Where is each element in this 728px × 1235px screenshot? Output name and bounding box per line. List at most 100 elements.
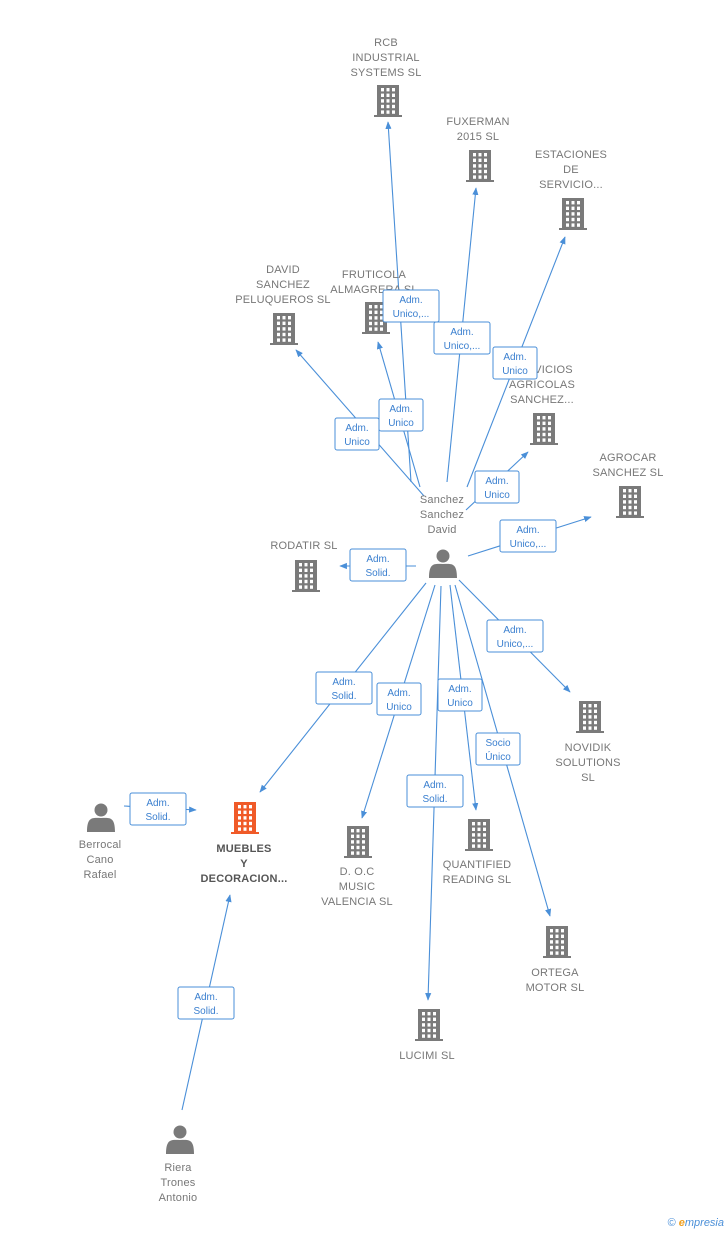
edge-label-text: Adm. bbox=[516, 525, 539, 536]
node-label-line: ESTACIONES bbox=[535, 149, 607, 161]
edge-label-doc[interactable]: Adm. Unico bbox=[376, 682, 422, 716]
edge-label-text: Solid. bbox=[422, 794, 447, 805]
node-label-line: RCB bbox=[374, 37, 398, 49]
edge-label-text: Adm. bbox=[146, 798, 169, 809]
edge-label-text: Adm. bbox=[450, 327, 473, 338]
edge-label-text: Unico bbox=[386, 702, 412, 713]
edge-label-text: Unico,... bbox=[510, 539, 547, 550]
edge-label-text: Unico,... bbox=[393, 309, 430, 320]
edge-label-text: Adm. bbox=[194, 992, 217, 1003]
footer-brand[interactable]: © empresia bbox=[668, 1217, 724, 1229]
edge-label-fuxerman[interactable]: Adm. Unico,... bbox=[433, 321, 491, 355]
node-label-line: MOTOR SL bbox=[526, 982, 585, 994]
node-label-line: Cano bbox=[86, 854, 113, 866]
edge-label-text: Unico,... bbox=[444, 341, 481, 352]
node-rodatir[interactable]: RODATIR SL bbox=[270, 540, 337, 592]
edge-label-rodatir[interactable]: Adm.Solid. bbox=[349, 548, 407, 582]
edge-label-lucimi[interactable]: Adm. Solid. bbox=[406, 774, 464, 808]
building-icon bbox=[374, 85, 402, 117]
edge-label-text: Unico bbox=[502, 366, 528, 377]
node-estaciones[interactable]: ESTACIONES DE SERVICIO... bbox=[535, 149, 607, 230]
node-label-line: D. O.C bbox=[340, 866, 375, 878]
edge-label-text: Unico bbox=[447, 698, 473, 709]
edge-label-text: Solid. bbox=[145, 812, 170, 823]
node-label-line: ORTEGA bbox=[531, 967, 579, 979]
node-label-line: Sanchez bbox=[420, 509, 464, 521]
node-label-line: David bbox=[427, 524, 456, 536]
person-icon bbox=[429, 549, 457, 578]
edge-label-text: Adm. bbox=[387, 688, 410, 699]
edge-label-text: Unico,... bbox=[497, 639, 534, 650]
edge-label-quantified[interactable]: Adm. Unico bbox=[437, 678, 483, 712]
node-label-line: SANCHEZ SL bbox=[592, 467, 663, 479]
node-muebles[interactable]: MUEBLESYDECORACION... bbox=[201, 802, 288, 885]
edge-label-agrocar[interactable]: Adm. Unico,... bbox=[499, 519, 557, 553]
node-label-line: Sanchez bbox=[420, 494, 464, 506]
building-icon bbox=[576, 701, 604, 733]
edge-label-text: Socio bbox=[485, 738, 510, 749]
edge-label-servicios[interactable]: Adm. Unico bbox=[474, 470, 520, 504]
node-label-line: MUSIC bbox=[339, 881, 375, 893]
building-icon bbox=[559, 198, 587, 230]
node-label-line: Rafael bbox=[84, 869, 117, 881]
node-ortega[interactable]: ORTEGA MOTOR SL bbox=[526, 926, 585, 994]
building-icon bbox=[344, 826, 372, 858]
node-label-line: SANCHEZ bbox=[256, 279, 310, 291]
edge-label-muebles[interactable]: Adm.Solid. bbox=[315, 671, 373, 705]
edge-label-text: Adm. bbox=[389, 404, 412, 415]
building-icon bbox=[362, 302, 390, 334]
node-rcb[interactable]: RCB INDUSTRIAL SYSTEMS SL bbox=[350, 37, 421, 117]
edge-label-estaciones[interactable]: Adm. Unico bbox=[492, 346, 538, 380]
node-label-line: DE bbox=[563, 164, 579, 176]
edge-label-text: Unico bbox=[484, 490, 510, 501]
node-label-line: FUXERMAN bbox=[446, 116, 509, 128]
edge-label-text: Adm. bbox=[448, 684, 471, 695]
node-label-line: INDUSTRIAL bbox=[352, 52, 419, 64]
edge-label-text: Adm. bbox=[503, 625, 526, 636]
node-label-line: Riera bbox=[164, 1162, 192, 1174]
node-label-line: SL bbox=[581, 772, 595, 784]
edge-label-text: Unico bbox=[344, 437, 370, 448]
node-lucimi[interactable]: LUCIMI SL bbox=[399, 1009, 455, 1062]
edge-label-text: Solid. bbox=[193, 1006, 218, 1017]
brand-initial: e bbox=[678, 1217, 685, 1229]
edge-label-text: Adm. bbox=[485, 476, 508, 487]
node-label-line: NOVIDIK bbox=[565, 742, 612, 754]
edge-label-muebles[interactable]: Adm. Solid. bbox=[177, 986, 235, 1020]
edge-label-text: Adm. bbox=[503, 352, 526, 363]
edge-label-muebles[interactable]: Adm. Solid. bbox=[129, 792, 187, 826]
edge-label-novidik[interactable]: Adm. Unico,... bbox=[486, 619, 544, 653]
node-label-line: MUEBLES bbox=[216, 843, 271, 855]
node-label-line: SYSTEMS SL bbox=[350, 67, 421, 79]
node-label-line: SERVICIO... bbox=[539, 179, 603, 191]
node-label-line: QUANTIFIED bbox=[443, 859, 512, 871]
node-label-line: AGROCAR bbox=[599, 452, 656, 464]
node-label-line: PELUQUEROS SL bbox=[235, 294, 331, 306]
node-label-line: SANCHEZ... bbox=[510, 394, 574, 406]
edge-label-rcb[interactable]: Adm. Unico,... bbox=[382, 289, 440, 323]
node-agrocar[interactable]: AGROCAR SANCHEZ SL bbox=[592, 452, 663, 518]
node-label-line: DECORACION... bbox=[201, 873, 288, 885]
building-icon bbox=[292, 560, 320, 592]
node-label-line: SOLUTIONS bbox=[555, 757, 620, 769]
edge-label-text: Adm. bbox=[399, 295, 422, 306]
edge-label-david-pelu[interactable]: Adm. Unico bbox=[334, 417, 380, 451]
building-icon bbox=[415, 1009, 443, 1041]
edge-label-text: Adm. bbox=[345, 423, 368, 434]
building-icon bbox=[465, 819, 493, 851]
node-novidik[interactable]: NOVIDIK SOLUTIONS SL bbox=[555, 701, 620, 784]
edge-label-fruticola[interactable]: Adm.Unico bbox=[378, 398, 424, 432]
edge-label-text: Adm. bbox=[423, 780, 446, 791]
edge-label-text: Adm. bbox=[366, 554, 389, 565]
building-icon bbox=[530, 413, 558, 445]
